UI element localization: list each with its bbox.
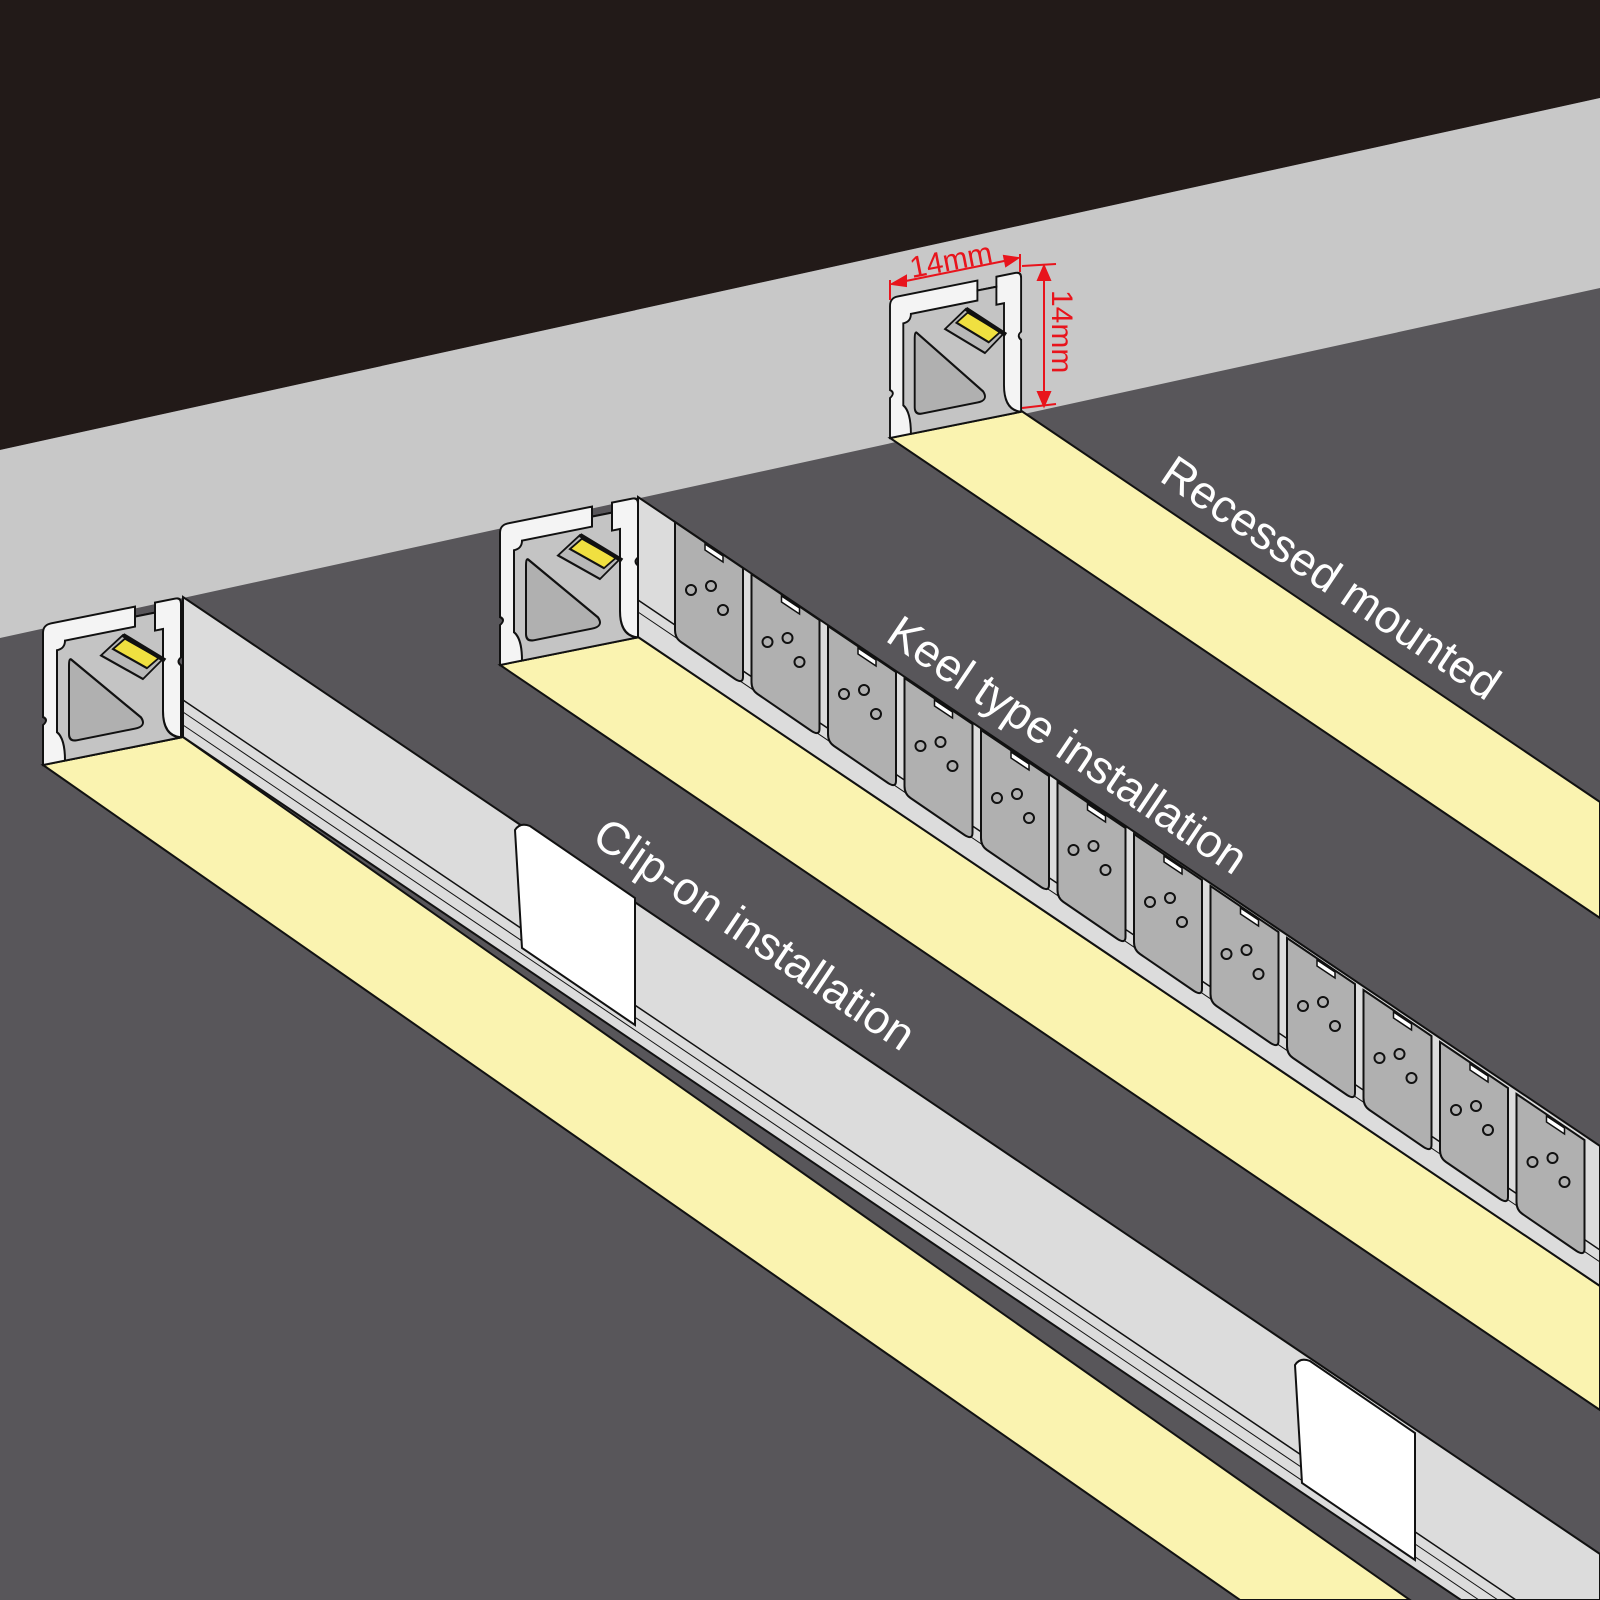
keel-tab	[1362, 988, 1433, 1151]
height-dimension	[1021, 263, 1057, 409]
keel-tab	[750, 572, 821, 735]
width-dimension	[888, 254, 1021, 300]
mounting-clip	[513, 823, 636, 1027]
keel-tab	[1056, 780, 1127, 943]
profile-cross-section-clip	[43, 597, 181, 765]
profile-cross-section-recessed	[890, 272, 1021, 438]
profile-cross-section-keel	[500, 497, 638, 665]
keel-tab	[827, 624, 897, 787]
keel-tab	[980, 728, 1050, 891]
keel-tab	[1133, 832, 1203, 995]
keel-tab	[1439, 1040, 1509, 1203]
keel-profile-body	[637, 495, 1600, 1288]
keel-tab	[1515, 1092, 1586, 1255]
keel-tab	[903, 676, 974, 839]
keel-tab	[1209, 884, 1280, 1047]
height-dimension-label: 14mm	[1045, 290, 1078, 373]
keel-tab	[674, 520, 744, 683]
clip-profile-body	[182, 595, 1600, 1600]
ceiling-band	[0, 98, 1600, 638]
mounting-clip	[1293, 1358, 1416, 1562]
ceiling-dark	[0, 0, 1600, 450]
keel-tab	[1286, 936, 1356, 1099]
